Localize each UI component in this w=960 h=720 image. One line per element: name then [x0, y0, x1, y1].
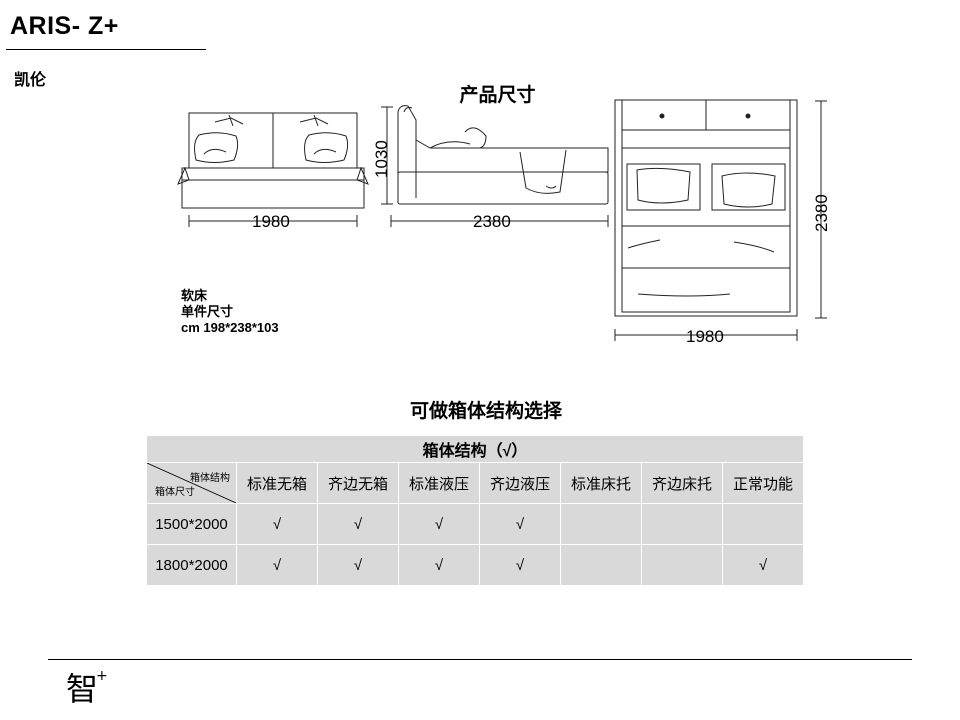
- logo-char: 智: [66, 670, 99, 708]
- options-heading: 可做箱体结构选择: [409, 401, 562, 422]
- check-cell: √: [479, 503, 561, 545]
- column-header: 标准床托: [560, 462, 642, 504]
- check-cell: √: [479, 544, 561, 586]
- spec-category: 软床: [181, 288, 208, 303]
- spec-dimensions: cm 198*238*103: [181, 320, 279, 335]
- row-size-cell: 1800*2000: [146, 544, 237, 586]
- check-cell: [560, 544, 642, 586]
- check-cell: √: [236, 503, 318, 545]
- check-cell: [641, 503, 723, 545]
- column-header: 正常功能: [722, 462, 804, 504]
- front-view-drawing: [177, 112, 369, 227]
- side-height-label: 1030: [372, 140, 391, 178]
- check-cell: √: [317, 544, 399, 586]
- column-header: 标准无箱: [236, 462, 318, 504]
- model-name-cn: 凯伦: [14, 72, 47, 89]
- table-row: 1500*2000 √ √ √ √: [146, 503, 804, 545]
- corner-col-label: 箱体结构: [190, 473, 230, 484]
- check-cell: [641, 544, 723, 586]
- top-length-label: 2380: [812, 194, 831, 232]
- column-header: 标准液压: [398, 462, 480, 504]
- top-view-drawing: [614, 99, 827, 341]
- footer-divider: [48, 659, 912, 660]
- corner-row-label: 箱体尺寸: [155, 487, 195, 498]
- check-cell: [722, 503, 804, 545]
- title-underline: [6, 49, 206, 50]
- dimension-heading: 产品尺寸: [459, 85, 536, 106]
- side-view-drawing: [381, 105, 609, 227]
- column-header: 齐边床托: [641, 462, 723, 504]
- model-title: ARIS- Z+: [10, 12, 119, 40]
- diagonal-divider: [147, 463, 236, 503]
- table-title: 箱体结构（√）: [146, 435, 804, 463]
- product-dimension-drawing: 1980 2380 1030: [177, 99, 831, 346]
- check-cell: √: [398, 503, 480, 545]
- check-cell: √: [398, 544, 480, 586]
- check-cell: √: [317, 503, 399, 545]
- check-cell: √: [722, 544, 804, 586]
- table-row: 1800*2000 √ √ √ √ √: [146, 544, 804, 586]
- spec-label: 单件尺寸: [181, 304, 234, 319]
- column-header: 齐边液压: [479, 462, 561, 504]
- row-size-cell: 1500*2000: [146, 503, 237, 545]
- logo-plus: +: [96, 668, 108, 685]
- top-width-label: 1980: [686, 327, 724, 346]
- check-cell: √: [236, 544, 318, 586]
- front-width-label: 1980: [252, 212, 290, 231]
- side-length-label: 2380: [473, 212, 511, 231]
- check-cell: [560, 503, 642, 545]
- brand-logo: 智+: [66, 664, 110, 710]
- spec-block: 软床 单件尺寸 cm 198*238*103: [181, 288, 279, 336]
- storage-options-table: 箱体结构（√） 箱体结构 箱体尺寸 标准无箱 齐边无箱 标准液压 齐边液压 标准…: [146, 435, 804, 586]
- corner-header-cell: 箱体结构 箱体尺寸: [146, 462, 237, 504]
- column-header: 齐边无箱: [317, 462, 399, 504]
